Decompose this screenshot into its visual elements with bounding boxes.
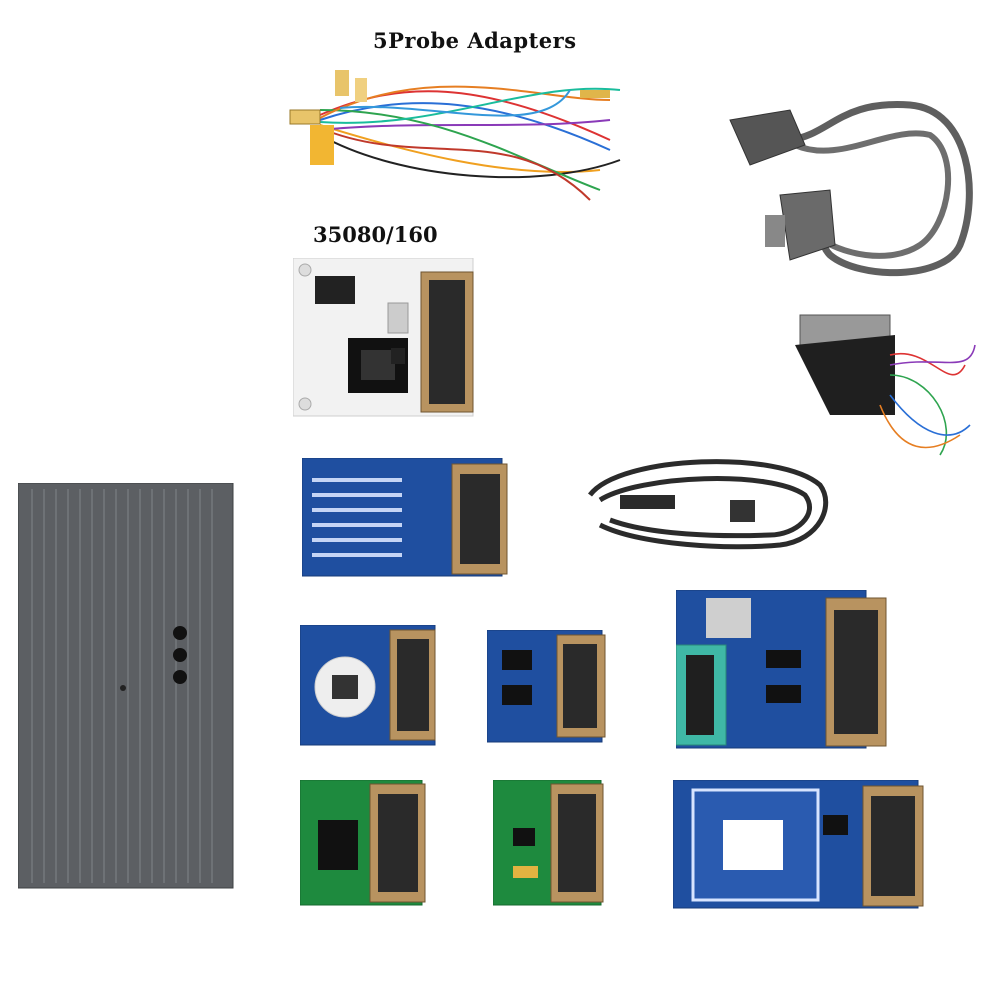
usb-cable: [580, 455, 840, 555]
blue-antenna-board: [673, 780, 928, 913]
probe-wires-bundle: [280, 60, 630, 210]
db25-breakout-cable: [790, 305, 980, 465]
green-board-right: [493, 780, 608, 908]
blue-board-zif: [676, 590, 888, 750]
adapter-35080-board: [293, 258, 483, 418]
aluminum-case: [18, 483, 238, 893]
blue-board-mid: [487, 630, 612, 745]
probe-adapters-label: 5Probe Adapters: [373, 28, 577, 53]
blue-board-battery: [300, 625, 445, 747]
blue-adapter-board: [302, 458, 517, 580]
green-board-left: [300, 780, 430, 908]
eeprom-adapter-label: 35080/160: [313, 222, 438, 247]
obd-cable: [720, 95, 990, 285]
